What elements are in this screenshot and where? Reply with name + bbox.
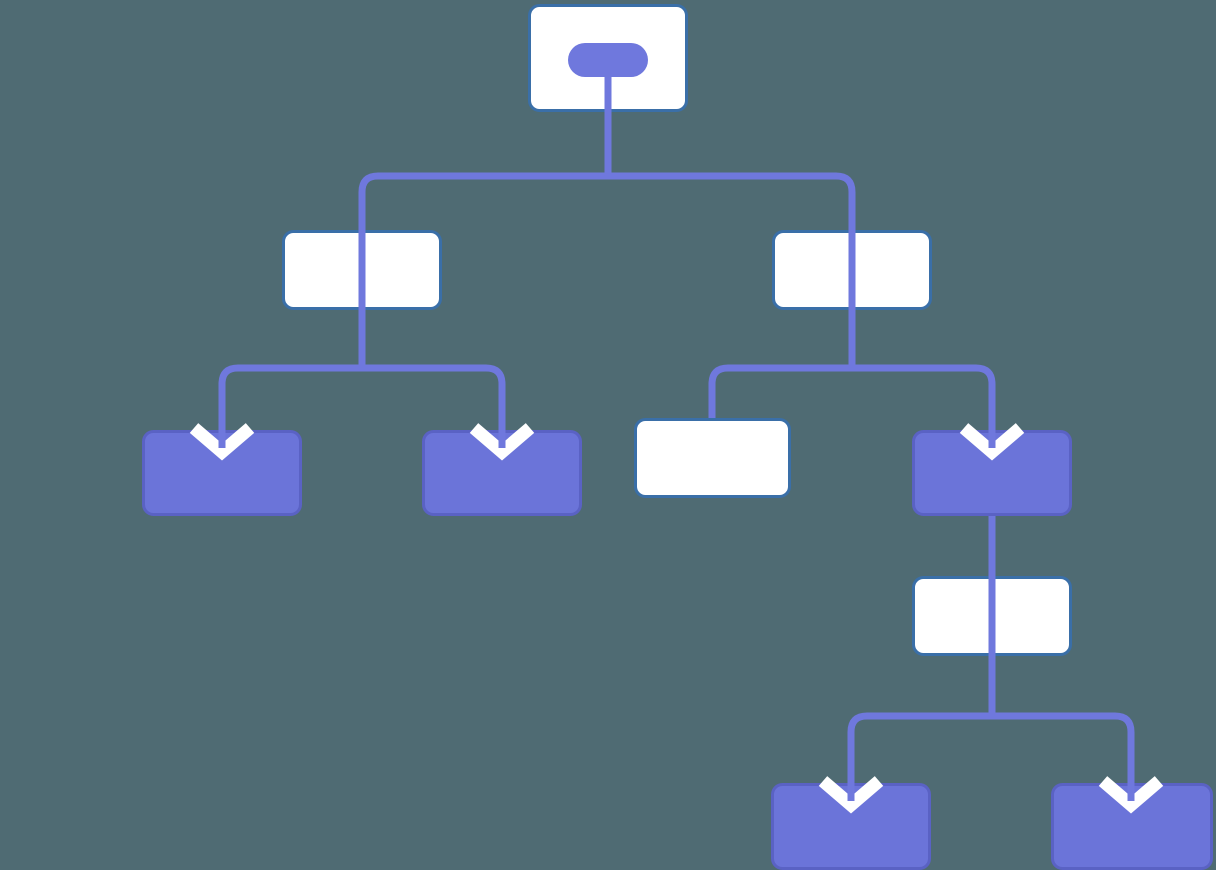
root-node-pill[interactable]	[568, 43, 648, 77]
arrowhead-leaf-2	[469, 408, 535, 461]
arrowhead-leaf-2-chevron	[469, 423, 535, 461]
arrowhead-branch-purple	[959, 408, 1025, 461]
through-lines-layer	[358, 230, 996, 656]
arrowhead-branch-purple-chevron	[959, 423, 1025, 461]
leaf-node-white[interactable]	[634, 418, 791, 498]
arrowheads-layer	[189, 408, 1164, 814]
edge-branch-right-to-leaf-white	[708, 364, 852, 418]
arrowhead-leaf-4-chevron	[1098, 776, 1164, 814]
arrowhead-leaf-1	[189, 408, 255, 461]
arrowhead-leaf-1-chevron	[189, 423, 255, 461]
leaf-node-white-rect[interactable]	[634, 418, 791, 498]
edge-branch-left-to-leaf-1	[218, 364, 362, 448]
arrowhead-leaf-4	[1098, 761, 1164, 814]
edge-sub-to-leaf-4	[992, 712, 1135, 801]
arrowhead-leaf-3	[818, 761, 884, 814]
edge-sub-to-leaf-3	[847, 712, 992, 801]
root-node[interactable]	[528, 4, 688, 113]
arrowhead-leaf-3-chevron	[818, 776, 884, 814]
edge-branch-right-to-branch-purple	[852, 364, 996, 448]
edge-root-to-branch-right	[608, 172, 856, 236]
edge-root-to-branch-left	[358, 172, 608, 236]
edge-branch-left-to-leaf-2	[362, 364, 506, 448]
edges-layer	[218, 106, 1135, 801]
